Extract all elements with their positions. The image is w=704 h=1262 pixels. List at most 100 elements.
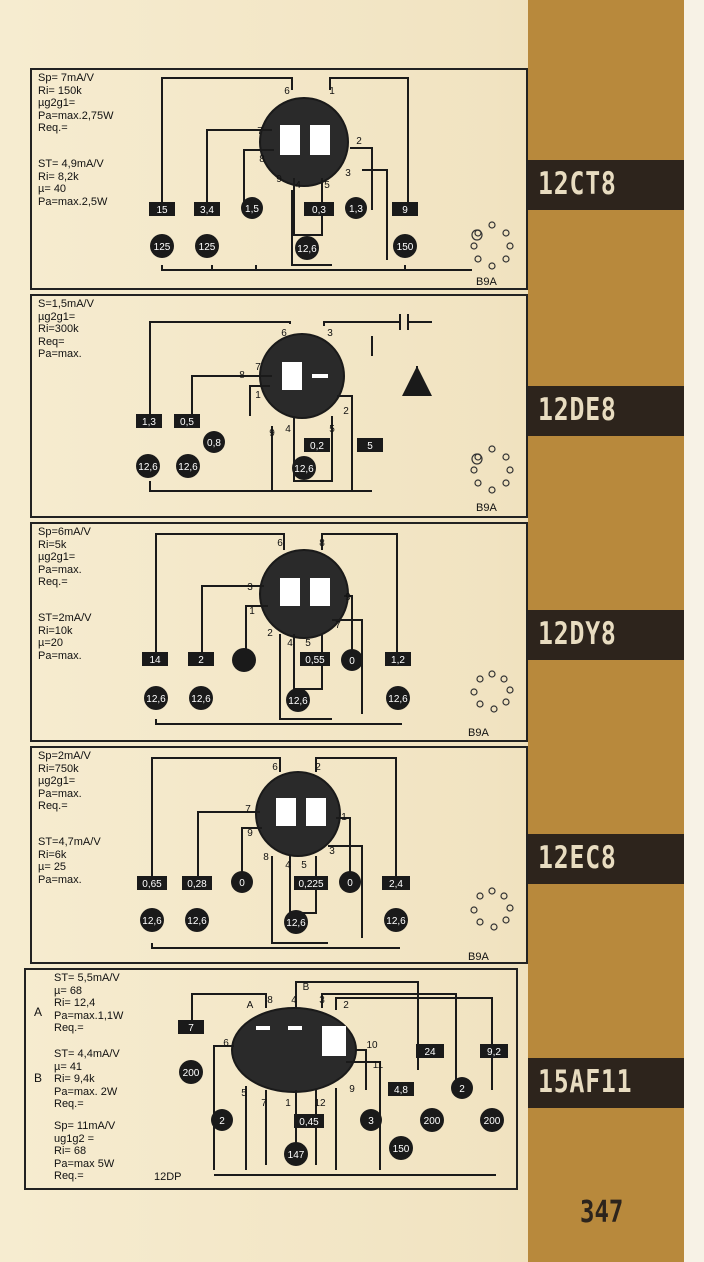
pin-label: 10 [366,1040,378,1051]
spec-line: Pa=max. [38,787,82,800]
pin-label: 4 [291,995,297,1006]
spec-line: Req.= [54,1170,84,1182]
pin-label: 11 [373,1060,384,1071]
pin-label: 6 [284,86,290,97]
spec-line: Sp= 11mA/V [54,1120,116,1132]
spec-line: Req.= [38,122,68,134]
pin-label: 1 [285,1098,291,1109]
circuit-diagram: 6 1 7 8 2 9 4 5 3 15 3,4 1,5 0,3 1,3 9 1… [149,77,514,288]
spec-line: µ= 40 [38,183,67,195]
spec-line: Ri=300k [38,323,79,335]
voltage-box: 24 [424,1047,436,1058]
spec-line: Ri= 150k [38,84,82,97]
pin-label: 1 [329,86,335,97]
pin-label: 2 [343,406,349,417]
voltage-box: 5 [367,441,373,452]
spec-line: µ=20 [38,637,63,649]
spec-line: ST=2mA/V [38,612,92,624]
voltage-box: 0,45 [299,1117,319,1128]
spec-line: Req= [38,335,65,348]
pin-label: 4 [295,180,301,191]
voltage-box: 3,4 [200,205,214,216]
voltage-box: 0,5 [180,417,194,428]
spec-line: Sp=2mA/V [38,750,91,762]
voltage-circle: 200 [484,1116,501,1127]
voltage-circle: 150 [393,1144,410,1155]
pin-label: 3 [329,846,335,857]
voltage-circle: 12,6 [178,462,198,473]
pin-label: 6 [223,1038,229,1049]
voltage-box: 0,225 [298,879,323,890]
voltage-circle: 0 [239,878,245,889]
circuit-diagram: A 8 4 B 3 2 6 10 11 5 7 1 12 9 7 24 9,2 … [154,981,508,1183]
spec-line: Req.= [54,1022,84,1034]
voltage-box: 15 [156,205,168,216]
pin-label: 7 [261,1098,267,1109]
spec-line: Pa=max. [38,563,82,576]
spec-line: ST= 5,5mA/V [54,972,120,984]
voltage-circle: 0 [347,878,353,889]
voltage-circle: 200 [424,1116,441,1127]
spec-line: Pa=max 5W [54,1157,115,1170]
page-edge [684,0,704,1262]
base-label: B9A [476,502,497,514]
voltage-circle: 12,6 [386,916,406,927]
voltage-circle: 3 [368,1116,374,1127]
spec-line: Ri=10k [38,624,73,637]
spec-line: Ri=6k [38,848,67,861]
voltage-circle: 0 [349,656,355,667]
spec-line: µg2g1= [38,97,76,109]
spec-line: Ri=5k [38,538,67,551]
pin-label: 9 [247,828,253,839]
spec-line: Ri= 12,4 [54,997,96,1009]
pin-label: 4 [285,860,291,871]
spec-line: Req.= [38,800,68,812]
pin-label: B [303,982,310,993]
voltage-circle: 12,6 [297,244,317,255]
circuit-diagram: 6 3 7 8 1 9 4 5 2 1,3 0,5 0,2 5 0,8 12,6… [136,314,514,514]
spec-line: Pa=max.1,1W [54,1009,124,1022]
pin-label: 5 [305,638,311,649]
pin-label: 1 [249,606,255,617]
voltage-box: 7 [188,1023,194,1034]
voltage-circle: 12,6 [138,462,158,473]
pin-label: 2 [356,136,362,147]
voltage-box: 1,3 [142,417,156,428]
pin-label: 9 [269,428,275,439]
base-label: B9A [468,727,489,739]
pin-label: A [247,1000,254,1011]
pin-label: 5 [301,860,307,871]
voltage-circle: 1,5 [245,204,259,215]
spec-line: ug1g2 = [54,1132,95,1145]
spec-line: Pa=max.2,75W [38,109,114,122]
pin-label: 12 [314,1098,326,1109]
voltage-circle: 0,8 [207,438,221,449]
spec-line: Pa=max. [38,649,82,662]
voltage-circle: 12,6 [142,916,162,927]
pin-label: 3 [319,995,325,1006]
tube-name: 12DE8 [538,392,617,428]
spec-line: ST= 4,4mA/V [54,1048,120,1060]
spec-line: ST= 4,9mA/V [38,158,104,170]
pin-label: 9 [345,592,351,603]
pin-label: 8 [267,995,273,1006]
spec-line: Pa=max. [38,873,82,886]
base-label: 12DP [154,1171,182,1183]
pin-label: 8 [319,538,325,549]
spec-line: Pa=max. [38,348,82,360]
voltage-circle: 12,6 [286,918,306,929]
tube-name: 12EC8 [538,840,617,876]
spec-line: Req.= [38,576,68,588]
voltage-box: 9,2 [487,1047,501,1058]
spec-line: S=1,5mA/V [38,298,94,310]
pin-label: 5 [324,180,330,191]
pin-label: 2 [315,762,321,773]
pin-label: 6 [277,538,283,549]
